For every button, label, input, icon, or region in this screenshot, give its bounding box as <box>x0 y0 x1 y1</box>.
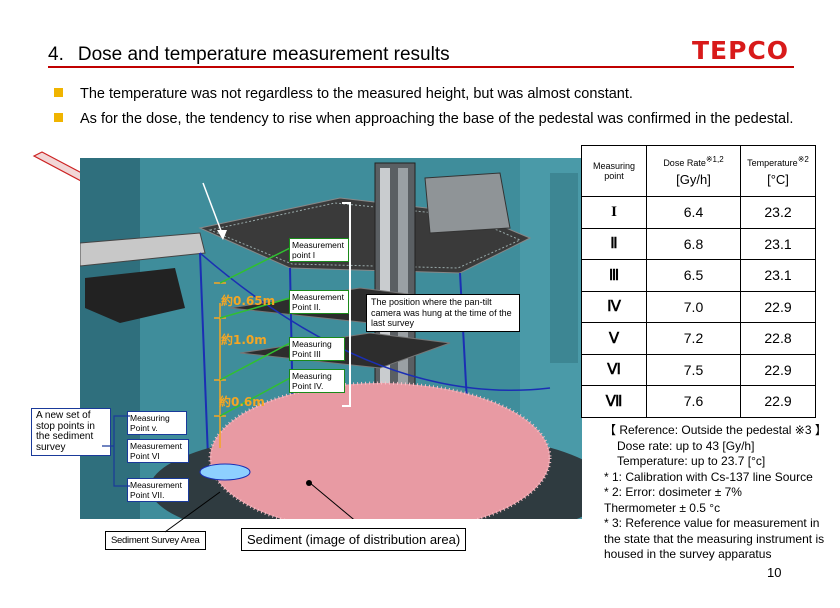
header-dose-rate: Dose Rate※1,2[Gy/h] <box>646 145 741 197</box>
camera-position-note: The position where the pan-tilt camera w… <box>366 294 520 332</box>
page-number: 10 <box>767 565 782 580</box>
measurement-point-5-label: Measuring Point v. <box>127 411 187 435</box>
reference-title: 【 Reference: Outside the pedestal ※3 】 <box>604 423 827 437</box>
bullet-square-icon <box>54 113 63 122</box>
title-text: Dose and temperature measurement results <box>77 44 450 65</box>
page-title: 4. Dose and temperature measurement resul… <box>48 44 450 66</box>
measurement-table: Measuring point Dose Rate※1,2[Gy/h] Temp… <box>581 145 816 418</box>
measurement-point-1-label: Measurement point I <box>289 238 349 262</box>
section-number: 4. <box>48 44 64 65</box>
stop-points-note: A new set of stop points in the sediment… <box>31 408 111 456</box>
header-temperature: Temperature※2[°C] <box>740 145 816 197</box>
distance-label-2: 約1.0m <box>221 333 267 347</box>
measurement-point-2-label: Measurement Point II. <box>289 290 349 314</box>
tepco-logo: TEPCO <box>692 36 790 65</box>
distance-label-1: 約0.65m <box>221 294 276 308</box>
measurement-point-6-label: Measurement Point VI <box>127 439 189 463</box>
note-3: * 3: Reference value for measurement in … <box>604 516 825 561</box>
measurement-point-3-label: Measuring Point III <box>289 337 345 361</box>
reference-dose: Dose rate: up to 43 [Gy/h] <box>617 438 755 453</box>
note-2-dosimeter: * 2: Error: dosimeter ± 7% <box>604 485 742 499</box>
title-underline <box>48 66 794 68</box>
reference-notes: 【 Reference: Outside the pedestal ※3 】 D… <box>604 423 832 563</box>
bullet-dose: As for the dose, the tendency to rise wh… <box>54 111 824 127</box>
distance-label-3: 約0.6m <box>219 395 265 409</box>
header-measuring-point: Measuring point <box>581 145 647 197</box>
bullet-square-icon <box>54 88 63 97</box>
bullet-temperature: The temperature was not regardless to th… <box>54 86 824 102</box>
sediment-caption: Sediment (image of distribution area) <box>241 528 467 551</box>
note-2-thermometer: Thermometer ± 0.5 °c <box>604 500 721 515</box>
note-1: * 1: Calibration with Cs-137 line Source <box>604 469 813 484</box>
sediment-survey-area-label: Sediment Survey Area <box>105 531 206 550</box>
table-header-row: Measuring point Dose Rate※1,2[Gy/h] Temp… <box>581 145 816 197</box>
survey-area-leader <box>164 491 221 533</box>
stop-points-bracket <box>102 415 130 487</box>
measurement-point-4-label: Measuring Point IV. <box>289 369 345 393</box>
reference-temperature: Temperature: up to 23.7 [°c] <box>617 454 766 468</box>
measurement-point-7-label: Measurement Point VII. <box>127 478 189 502</box>
